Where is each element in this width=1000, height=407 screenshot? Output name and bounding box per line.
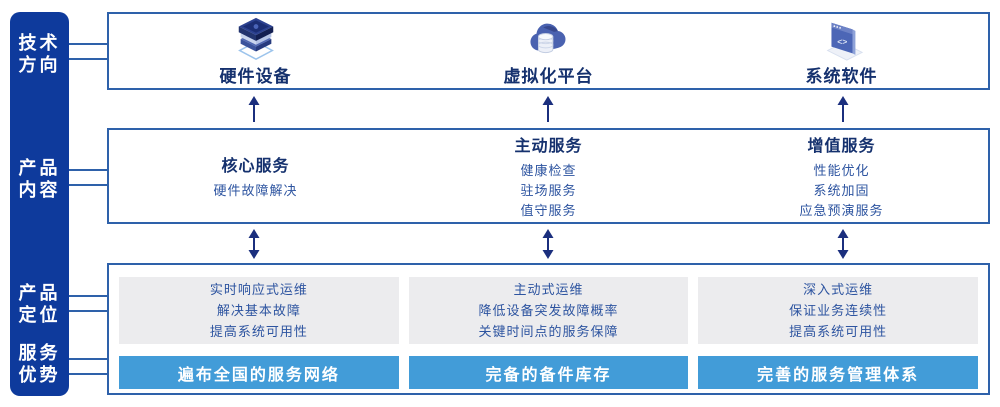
cloud-database-icon — [529, 23, 565, 54]
advantage-bar: 遍布全国的服务网络 — [119, 356, 399, 389]
positioning-line: 主动式运维 — [513, 282, 584, 297]
service-title: 增值服务 — [807, 137, 876, 155]
product-positioning-frame: 实时响应式运维 解决基本故障 提高系统可用性 遍布全国的服务网络 主动式运维 降… — [107, 263, 990, 395]
arrow-row-up — [107, 92, 990, 126]
up-arrow-icon — [248, 96, 260, 122]
service-column-value-added: 增值服务 性能优化 系统加固 应急预演服务 — [695, 130, 988, 222]
connector-line — [64, 295, 109, 297]
connector-line — [64, 373, 109, 375]
positioning-column-1: 实时响应式运维 解决基本故障 提高系统可用性 遍布全国的服务网络 — [119, 277, 399, 393]
service-column-proactive: 主动服务 健康检查 驻场服务 值守服务 — [402, 130, 695, 222]
sidebar-label-product-content: 产品内容 — [18, 158, 61, 200]
sidebar-label-service-advantage: 服务优势 — [18, 343, 61, 385]
positioning-line: 关键时间点的服务保障 — [478, 324, 619, 339]
sidebar: 技术方向 产品内容 产品定位 服务优势 — [10, 12, 69, 396]
svg-text:<>: <> — [837, 36, 847, 46]
service-item: 硬件故障解决 — [213, 182, 298, 198]
service-item: 系统加固 — [813, 182, 870, 198]
up-arrow-icon — [837, 96, 849, 122]
system-software-icon: <> — [826, 22, 863, 61]
connector-line — [64, 58, 109, 60]
sidebar-label-tech-direction: 技术方向 — [18, 33, 61, 75]
advantage-bar: 完善的服务管理体系 — [698, 356, 978, 389]
double-arrow-icon — [248, 229, 260, 259]
double-arrow-icon — [837, 229, 849, 259]
service-title: 核心服务 — [221, 157, 290, 175]
positioning-column-2: 主动式运维 降低设备突发故障概率 关键时间点的服务保障 完备的备件库存 — [408, 277, 689, 393]
tech-item-software: <> 系统软件 — [695, 14, 988, 88]
positioning-line: 保证业务连续性 — [789, 303, 888, 318]
connector-line — [64, 310, 109, 312]
service-item: 应急预演服务 — [799, 202, 884, 218]
server-stack-icon — [237, 17, 274, 60]
service-item: 驻场服务 — [520, 182, 577, 198]
service-item: 性能优化 — [813, 162, 870, 178]
positioning-line: 降低设备突发故障概率 — [478, 303, 619, 318]
positioning-column-3: 深入式运维 保证业务连续性 提高系统可用性 完善的服务管理体系 — [698, 277, 978, 393]
double-arrow-icon — [542, 229, 554, 259]
tech-item-hardware: 硬件设备 — [109, 14, 402, 88]
service-item: 健康检查 — [520, 162, 577, 178]
tech-direction-frame: 硬件设备 虚拟化平台 — [107, 12, 990, 90]
positioning-line: 提高系统可用性 — [209, 324, 308, 339]
up-arrow-icon — [542, 96, 554, 122]
connector-line — [64, 43, 109, 45]
service-title: 主动服务 — [514, 137, 583, 155]
positioning-panel: 实时响应式运维 解决基本故障 提高系统可用性 — [119, 277, 399, 344]
service-item: 值守服务 — [520, 202, 577, 218]
tech-label-hardware: 硬件设备 — [219, 67, 292, 86]
product-content-frame: 核心服务 硬件故障解决 主动服务 健康检查 驻场服务 值守服务 增值服务 性能优… — [107, 128, 990, 224]
positioning-line: 提高系统可用性 — [789, 324, 888, 339]
connector-line — [64, 169, 109, 171]
positioning-line: 解决基本故障 — [216, 303, 301, 318]
positioning-line: 深入式运维 — [803, 282, 874, 297]
service-column-core: 核心服务 硬件故障解决 — [109, 130, 402, 222]
tech-label-virtualization: 虚拟化平台 — [503, 67, 594, 86]
connector-line — [64, 358, 109, 360]
tech-item-virtualization: 虚拟化平台 — [402, 14, 695, 88]
positioning-line: 实时响应式运维 — [209, 282, 308, 297]
connector-line — [64, 184, 109, 186]
positioning-panel: 深入式运维 保证业务连续性 提高系统可用性 — [698, 277, 978, 344]
advantage-bar: 完备的备件库存 — [408, 356, 689, 389]
sidebar-label-product-positioning: 产品定位 — [18, 283, 61, 325]
tech-label-software: 系统软件 — [805, 67, 878, 86]
positioning-panel: 主动式运维 降低设备突发故障概率 关键时间点的服务保障 — [408, 277, 689, 344]
arrow-row-double — [107, 227, 990, 261]
